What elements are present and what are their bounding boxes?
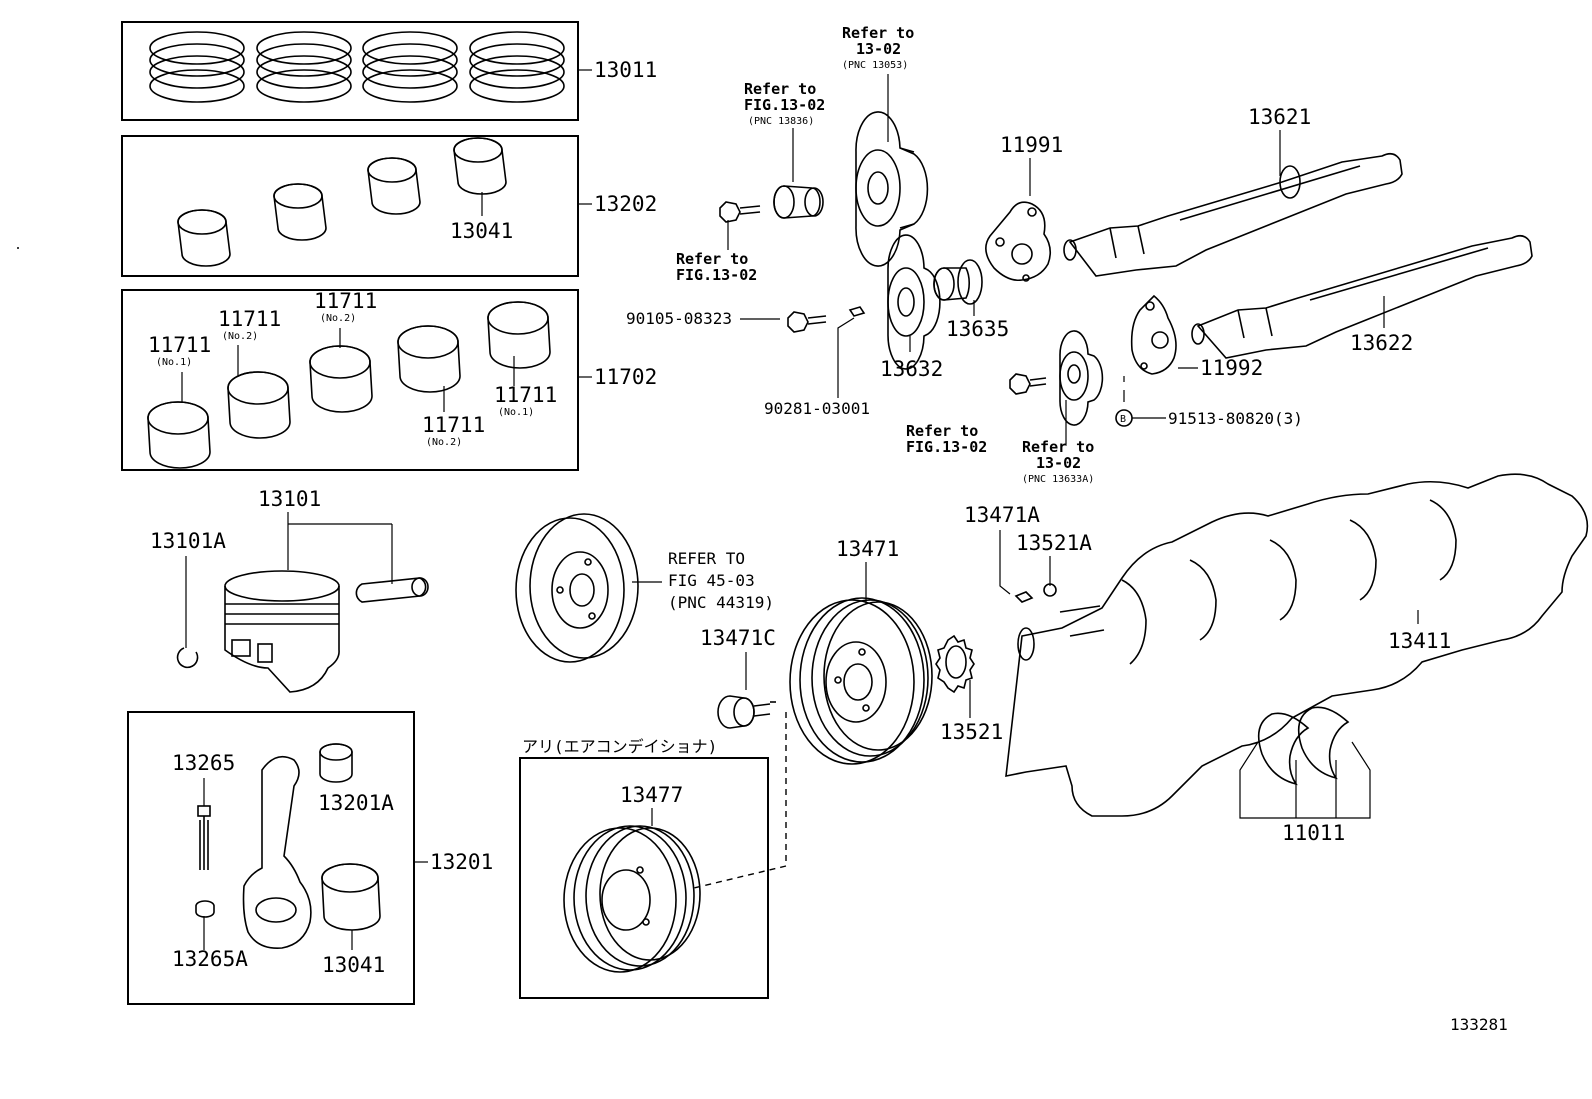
label-13635: 13635 [946,317,1009,341]
rod-bearing-box [121,135,579,277]
label-13011: 13011 [594,58,657,82]
ref6-line3: (PNC 44319) [668,593,774,612]
label-13621: 13621 [1248,105,1311,129]
label-91513-80820: 91513-80820(3) [1168,409,1303,428]
label-13622: 13622 [1350,331,1413,355]
label-13471: 13471 [836,537,899,561]
ref4-line2: FIG.13-02 [906,438,987,456]
label-11711-no2-b: 11711 [314,289,377,313]
tag-no2-b: (No.2) [320,313,356,324]
label-13041-top: 13041 [450,219,513,243]
label-13201A: 13201A [318,791,394,815]
label-13101A: 13101A [150,529,226,553]
piston-ring-set: 13011 [121,21,657,121]
label-13265A: 13265A [172,947,248,971]
label-11711-no1-right: 11711 [494,383,557,407]
label-11992: 11992 [1200,356,1263,380]
ref4-line1: Refer to [906,422,978,440]
label-90105-08323: 90105-08323 [626,309,732,328]
connecting-rod-assembly: 13265 13201A 13201 13265A 13041 [127,711,493,1005]
ref1-line3: (PNC 13053) [842,60,908,71]
label-11711-no2-a: 11711 [218,307,281,331]
label-13202: 13202 [594,192,657,216]
thrust-washer: 11011 [1239,706,1371,845]
label-13521: 13521 [940,720,1003,744]
tag-no2-c: (No.2) [426,437,462,448]
label-11702: 11702 [594,365,657,389]
label-13041-bottom: 13041 [322,953,385,977]
ref1-line1: Refer to [842,24,914,42]
connecting-rod-box [127,711,415,1005]
label-11711-no1-left: 11711 [148,333,211,357]
label-13471C: 13471C [700,626,776,650]
tag-no1-left: (No.1) [156,357,192,368]
label-13477: 13477 [620,783,683,807]
label-13521A: 13521A [1016,531,1092,555]
main-bearing-box [121,289,579,471]
rod-bearing-set: 13202 13041 [121,135,657,277]
pulley-area: REFER TO FIG 45-03 (PNC 44319) 13471C 13… [515,503,1092,889]
ring-set-box [121,21,579,121]
label-13201: 13201 [430,850,493,874]
ac-note: アリ(エアコンデイショナ) [522,737,717,756]
bolt-marker-b: B [1120,414,1126,425]
timing-gear-area: Refer to 13-02 (PNC 13053) Refer to FIG.… [626,24,1533,485]
ref3-line1: Refer to [676,250,748,268]
ref5-line2: 13-02 [1036,454,1081,472]
piston-assembly: 13101 13101A [150,487,429,693]
ac-pulley-box [519,757,769,999]
label-13265: 13265 [172,751,235,775]
label-13101: 13101 [258,487,321,511]
main-bearing-set: 11711 (No.1) 11711 (No.2) 11711 (No.2) 1… [121,289,657,471]
ref3-line2: FIG.13-02 [676,266,757,284]
figure-id: 133281 [1450,1015,1508,1034]
label-90281-03001: 90281-03001 [764,399,870,418]
label-13632: 13632 [880,357,943,381]
ac-pulley-group: アリ(エアコンデイショナ) 13477 [519,737,769,999]
tag-no1-right: (No.1) [498,407,534,418]
ref1-line2: 13-02 [856,40,901,58]
label-13471A: 13471A [964,503,1040,527]
ref5-line1: Refer to [1022,438,1094,456]
ref2-line1: Refer to [744,80,816,98]
ref2-line3: (PNC 13836) [748,116,814,127]
ref5-line3: (PNC 13633A) [1022,474,1094,485]
tag-no2-a: (No.2) [222,331,258,342]
ref6-line2: FIG 45-03 [668,571,755,590]
label-11711-no2-c: 11711 [422,413,485,437]
label-11011: 11011 [1282,821,1345,845]
crankshaft: 13411 [1005,473,1589,817]
label-11991: 11991 [1000,133,1063,157]
label-13411: 13411 [1388,629,1451,653]
ref2-line2: FIG.13-02 [744,96,825,114]
ref6-line1: REFER TO [668,549,745,568]
